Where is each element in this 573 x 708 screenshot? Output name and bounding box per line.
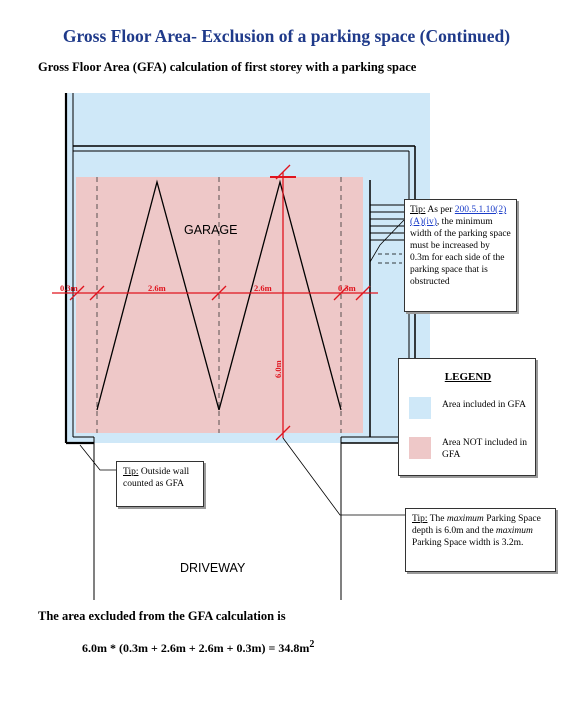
legend-swatch-excluded	[409, 437, 431, 459]
dim-space2-label: 2.6m	[254, 283, 272, 293]
driveway-label: DRIVEWAY	[180, 561, 246, 575]
garage-label: GARAGE	[184, 223, 238, 237]
tip-text: The	[427, 514, 447, 524]
tip-obstructed-width: Tip: As per 200.5.1.10(2)(A)(iv), the mi…	[404, 199, 517, 312]
dim-right-label: 0.3m	[338, 283, 356, 293]
legend-excluded-label: Area NOT included in GFA	[442, 438, 528, 460]
legend-swatch-included	[409, 397, 431, 419]
diagram-subtitle: Gross Floor Area (GFA) calculation of fi…	[38, 60, 417, 74]
formula-text: 6.0m * (0.3m + 2.6m + 2.6m + 0.3m) = 34.…	[82, 641, 310, 655]
result-statement: The area excluded from the GFA calculati…	[38, 609, 286, 623]
tip-label: Tip:	[412, 514, 428, 524]
stairs	[370, 204, 409, 241]
parking-grid-lines	[96, 177, 342, 433]
legend-box: LEGEND Area included in GFA Area NOT inc…	[398, 358, 536, 476]
dim-depth-label: 6.0m	[273, 360, 283, 378]
tip-emphasis: maximum	[446, 514, 484, 524]
car-outlines	[96, 179, 342, 411]
tip-label: Tip:	[410, 205, 426, 215]
stairs-hidden-lines	[378, 253, 402, 264]
area-formula: 6.0m * (0.3m + 2.6m + 2.6m + 0.3m) = 34.…	[82, 639, 314, 656]
page-title: Gross Floor Area- Exclusion of a parking…	[62, 26, 511, 46]
dim-left-label: 0.3m	[60, 283, 78, 293]
tip-label: Tip:	[123, 467, 139, 477]
tip-text: , the minimum width of the parking space…	[410, 217, 511, 287]
tip-text: As per	[425, 205, 453, 215]
tip-emphasis: maximum	[495, 526, 533, 536]
tip-max-dimensions: Tip: The maximum Parking Space depth is …	[405, 508, 556, 572]
bylaw-reference-link[interactable]: 200.5.1.10(2)(A)(iv)	[410, 205, 507, 227]
legend-included-label: Area included in GFA	[442, 400, 526, 410]
tip-text: Parking Space width is 3.2m.	[412, 538, 524, 548]
dim-space1-label: 2.6m	[148, 283, 166, 293]
formula-superscript: 2	[309, 639, 315, 650]
legend-title: LEGEND	[444, 371, 492, 383]
tip-outside-wall: Tip: Outside wall counted as GFA	[116, 461, 204, 507]
leader-lines	[79, 219, 405, 516]
tip-text: Parking Space depth is 6.0m and the	[412, 514, 541, 536]
dimension-lines	[52, 164, 378, 441]
tip-text: Outside wall counted as GFA	[123, 467, 190, 489]
gfa-excluded-area	[76, 177, 363, 433]
